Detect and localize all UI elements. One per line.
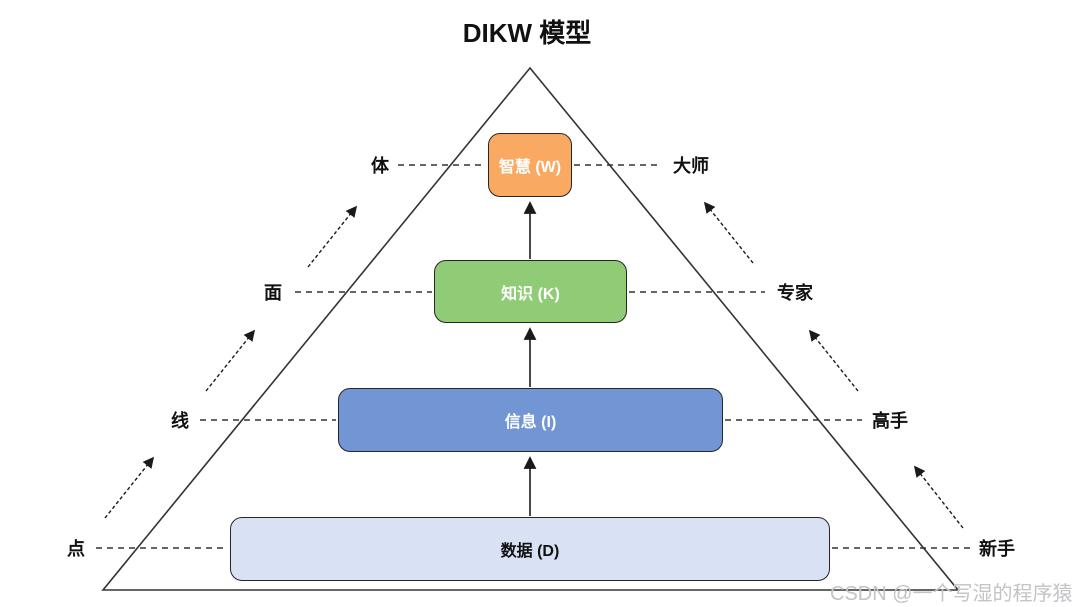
progress-arrow-line-to-plane xyxy=(205,329,256,392)
wisdom-box: 智慧 (W) xyxy=(488,133,572,197)
knowledge-box: 知识 (K) xyxy=(434,260,627,323)
dimension-label-plane: 面 xyxy=(264,283,282,303)
progress-arrow-expert-to-master xyxy=(703,201,754,264)
skill-label-adept: 高手 xyxy=(872,411,908,431)
dimension-label-solid: 体 xyxy=(371,156,389,176)
progress-arrow-adept-to-expert xyxy=(808,329,859,392)
data-box: 数据 (D) xyxy=(230,517,830,581)
dimension-label-line: 线 xyxy=(171,411,189,431)
watermark: CSDN @一个写湿的程序猿 xyxy=(830,583,1073,605)
diagram-title: DIKW 模型 xyxy=(462,18,592,48)
dimension-label-point: 点 xyxy=(67,539,85,559)
skill-label-master: 大师 xyxy=(673,156,709,176)
skill-label-novice: 新手 xyxy=(979,539,1015,559)
skill-label-expert: 专家 xyxy=(777,283,813,303)
progress-arrow-point-to-line xyxy=(104,456,155,519)
progress-arrow-plane-to-solid xyxy=(307,205,358,268)
progress-arrow-novice-to-adept xyxy=(913,465,964,529)
information-box: 信息 (I) xyxy=(338,388,723,452)
pyramid-outline xyxy=(101,66,960,591)
